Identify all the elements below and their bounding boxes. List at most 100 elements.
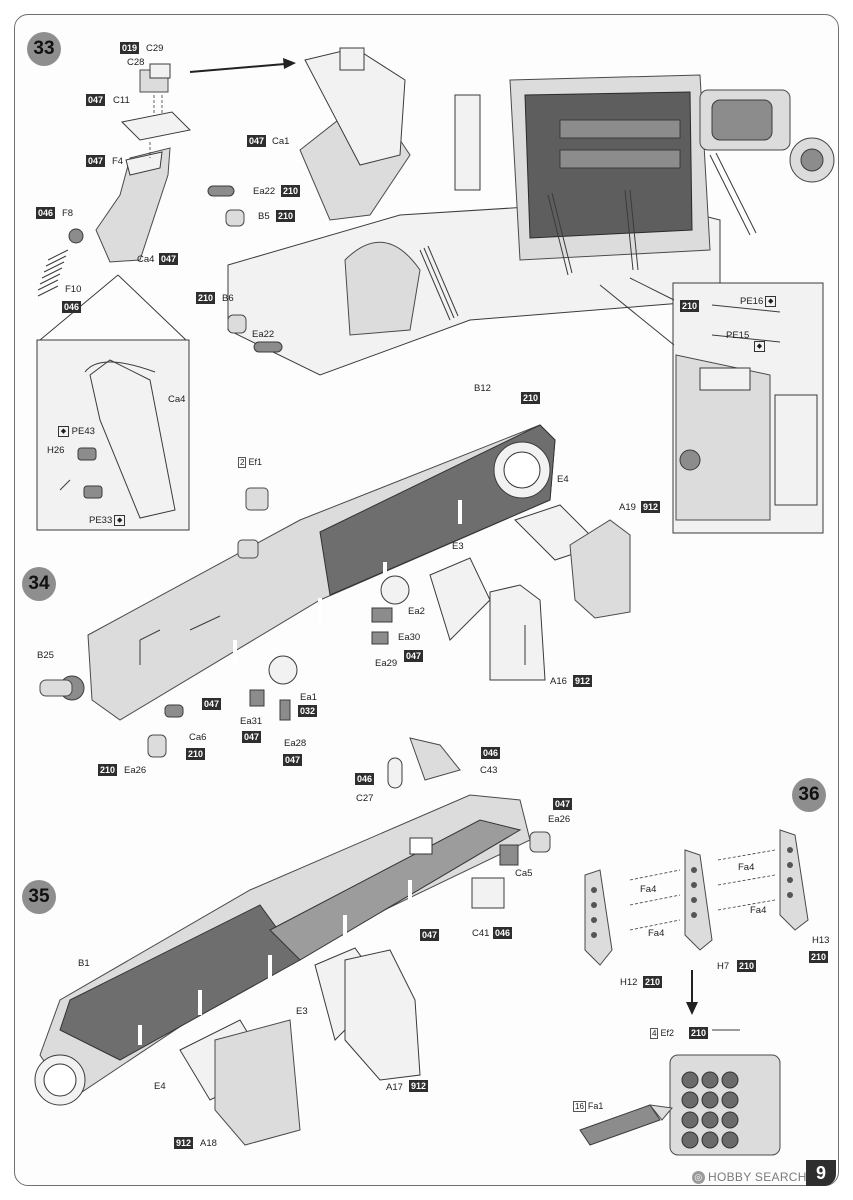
code-ca4: 047 [159, 253, 179, 265]
label-pe16: PE16◆ [740, 296, 777, 307]
step35-part-ca5 [499, 844, 519, 866]
label-ea30: Ea30 [398, 632, 421, 643]
code-a17: 912 [409, 1080, 429, 1092]
step33-chassis [227, 47, 835, 376]
label-fa4-b: Fa4 [738, 862, 755, 873]
label-h7: H7 [717, 961, 730, 972]
step34-part-ea1 [268, 655, 298, 685]
label-ea26-35: Ea26 [548, 814, 571, 825]
label-ea22-bottom: Ea22 [252, 329, 275, 340]
step33-inset-right [599, 277, 824, 534]
code-h13: 210 [809, 951, 829, 963]
code-ea1: 032 [298, 705, 318, 717]
qty-fa1: 16 [573, 1101, 586, 1112]
label-h13: H13 [812, 935, 830, 946]
code-a16: 912 [573, 675, 593, 687]
step35-part-c27 [387, 757, 403, 789]
label-e4-34: E4 [557, 474, 569, 485]
step33-part-ca4 [95, 142, 171, 263]
label-pe15-text: PE15 [726, 330, 750, 341]
label-b1: B1 [78, 958, 90, 969]
step36-racks [584, 829, 809, 966]
watermark-text: HOBBY SEARCH [708, 1170, 807, 1184]
step-badge-34: 34 [22, 567, 56, 601]
step-badge-36: 36 [792, 778, 826, 812]
label-f8: F8 [62, 208, 74, 219]
code-ca6: 210 [186, 748, 206, 760]
label-b25: B25 [37, 650, 54, 661]
label-ea26-34: Ea26 [124, 765, 147, 776]
code-b12: 210 [521, 392, 541, 404]
label-ca6: Ca6 [189, 732, 207, 743]
label-pe33: PE33◆ [89, 515, 126, 526]
photo-etch-icon: ◆ [58, 426, 69, 437]
step35-part-ea26 [529, 831, 551, 853]
label-c11: C11 [113, 95, 130, 106]
code-f8: 046 [36, 207, 56, 219]
code-ea28: 047 [283, 754, 303, 766]
code-inset-right: 210 [680, 300, 700, 312]
label-pe15: PE15 [726, 330, 749, 341]
label-c29: C29 [146, 43, 164, 54]
qty-ef2: 4 [650, 1028, 659, 1039]
code-ca1: 047 [247, 135, 267, 147]
label-h26: H26 [47, 445, 65, 456]
step33-part-b5 [225, 209, 245, 227]
label-a17: A17 [386, 1082, 403, 1093]
code-hull-35: 047 [420, 929, 440, 941]
label-h12: H12 [620, 977, 638, 988]
code-ea22-top: 210 [281, 185, 301, 197]
code-ea26-35: 047 [553, 798, 573, 810]
label-ea1: Ea1 [300, 692, 317, 703]
label-e3-34: E3 [452, 541, 464, 552]
step-badge-33: 33 [27, 32, 61, 66]
label-pe15-icon: ◆ [752, 341, 765, 352]
code-a18: 912 [174, 1137, 194, 1149]
label-ca5: Ca5 [515, 868, 533, 879]
label-ef2-text: Ef2 [660, 1028, 674, 1038]
label-a18: A18 [200, 1138, 217, 1149]
step33-direction-arrow [189, 58, 296, 73]
step34-part-ea30 [371, 607, 393, 623]
code-f10: 046 [62, 301, 82, 313]
code-a19: 912 [641, 501, 661, 513]
label-f10: F10 [65, 284, 82, 295]
code-c11: 047 [86, 94, 106, 106]
code-b6: 210 [196, 292, 216, 304]
page-number: 9 [806, 1160, 836, 1186]
code-f4: 047 [86, 155, 106, 167]
step34-part-ea28 [279, 699, 291, 721]
step36-part-fa1-shell [579, 1104, 673, 1146]
step35-part-c41 [471, 877, 505, 909]
photo-etch-icon: ◆ [765, 296, 777, 307]
step34-hull-side [39, 424, 556, 721]
step34-part-ef1 [237, 487, 269, 559]
code-019: 019 [120, 42, 140, 54]
code-ea26-34: 210 [98, 764, 118, 776]
step36-ammo-bundle [669, 1029, 781, 1156]
code-ea29: 047 [404, 650, 424, 662]
qty-ef1: 2 [238, 457, 247, 468]
label-pe43: ◆ PE43 [56, 426, 95, 437]
label-pe43-text: PE43 [71, 426, 95, 438]
step34-part-ea29 [371, 631, 389, 645]
code-h7: 210 [737, 960, 757, 972]
code-c27: 046 [355, 773, 375, 785]
step33-part-ea22-bottom [253, 341, 283, 353]
code-hull-34: 047 [202, 698, 222, 710]
step34-part-ea31 [249, 689, 265, 707]
step35-part-c43 [409, 737, 461, 781]
label-a19: A19 [619, 502, 636, 513]
label-inset-ca4: Ca4 [168, 394, 186, 405]
label-b12: B12 [474, 383, 491, 394]
step-badge-35: 35 [22, 880, 56, 914]
step34-part-a19 [569, 519, 631, 619]
code-h12: 210 [643, 976, 663, 988]
label-f4: F4 [112, 156, 124, 167]
step33-inset-left [36, 274, 190, 531]
label-e3-35: E3 [296, 1006, 308, 1017]
step34-part-a16 [489, 584, 546, 681]
label-b5: B5 [258, 211, 270, 222]
